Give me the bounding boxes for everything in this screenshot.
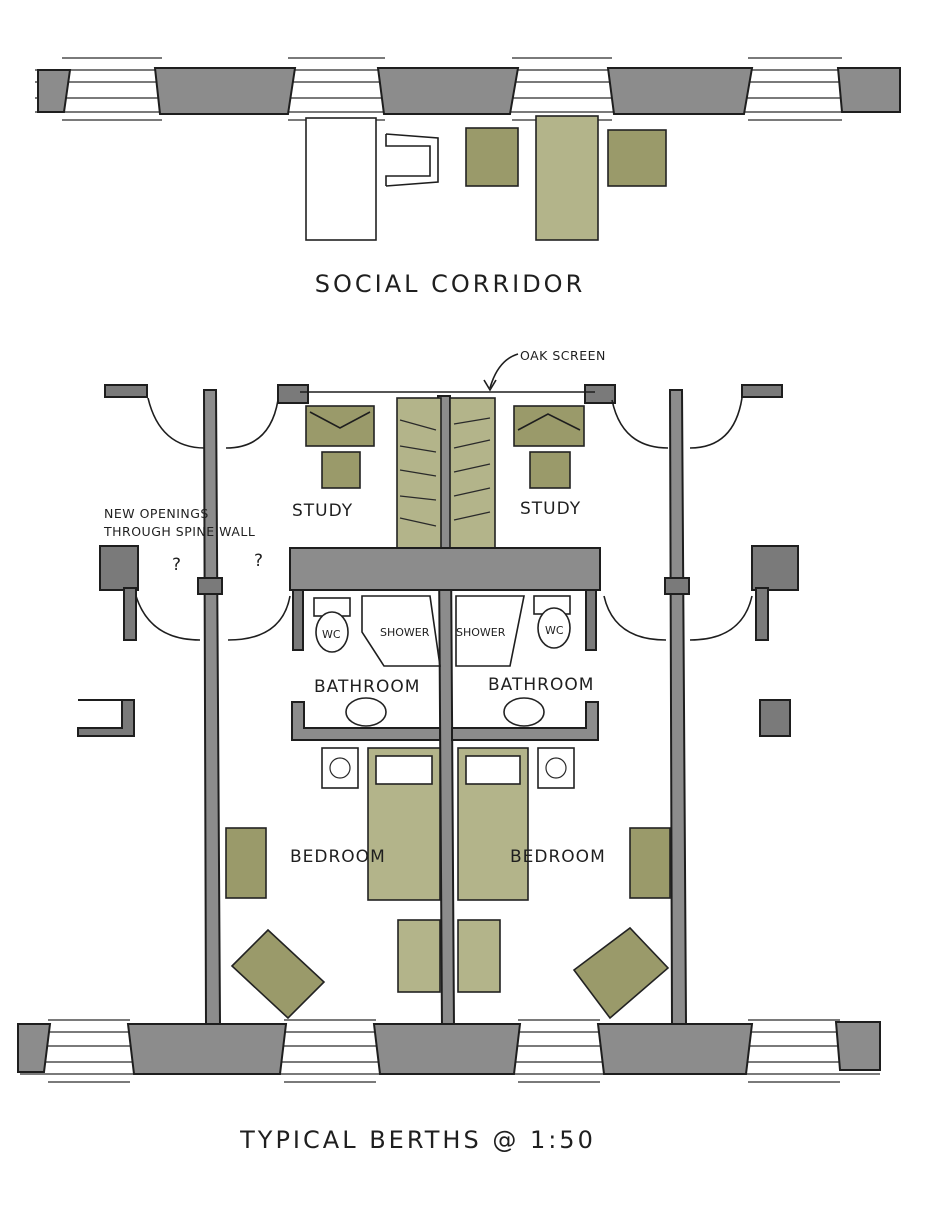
note-openings-line1: NEW OPENINGS (104, 506, 209, 521)
title-typical-berths: TYPICAL BERTHS @ 1:50 (239, 1126, 596, 1154)
door-swings-upper (147, 397, 743, 449)
label-bathroom-right: BATHROOM (488, 675, 594, 695)
door-swings-middle (135, 595, 753, 641)
oak-screen (396, 397, 496, 549)
oak-screen-label: OAK SCREEN (483, 348, 606, 392)
bathroom-lower-wall (77, 699, 791, 741)
openings-note: NEW OPENINGS THROUGH SPINE WALL ? ? (103, 506, 264, 575)
label-shower-left: SHOWER (380, 626, 430, 639)
label-study-left: STUDY (292, 501, 353, 521)
svg-text:OAK SCREEN: OAK SCREEN (520, 348, 606, 363)
note-openings-line2: THROUGH SPINE WALL (103, 524, 255, 539)
label-bedroom-left: BEDROOM (290, 847, 386, 867)
question-mark-2: ? (254, 551, 264, 571)
study-furniture (305, 405, 585, 489)
bathroom-fixtures (313, 595, 571, 727)
bedroom-furniture (225, 747, 671, 1020)
top-wall-segments (104, 384, 783, 404)
question-mark-1: ? (172, 555, 182, 575)
label-bedroom-right: BEDROOM (510, 847, 606, 867)
label-wc-right: WC (545, 624, 564, 637)
title-social-corridor: SOCIAL CORRIDOR (315, 270, 586, 298)
label-study-right: STUDY (520, 499, 581, 519)
bathroom-cross-wall (99, 545, 799, 651)
label-wc-left: WC (322, 628, 341, 641)
label-shower-right: SHOWER (456, 626, 506, 639)
berth-facade-wall (17, 1019, 881, 1083)
label-bathroom-left: BATHROOM (314, 677, 420, 697)
corridor-facade-wall (35, 57, 901, 121)
corridor-furniture (305, 115, 667, 241)
